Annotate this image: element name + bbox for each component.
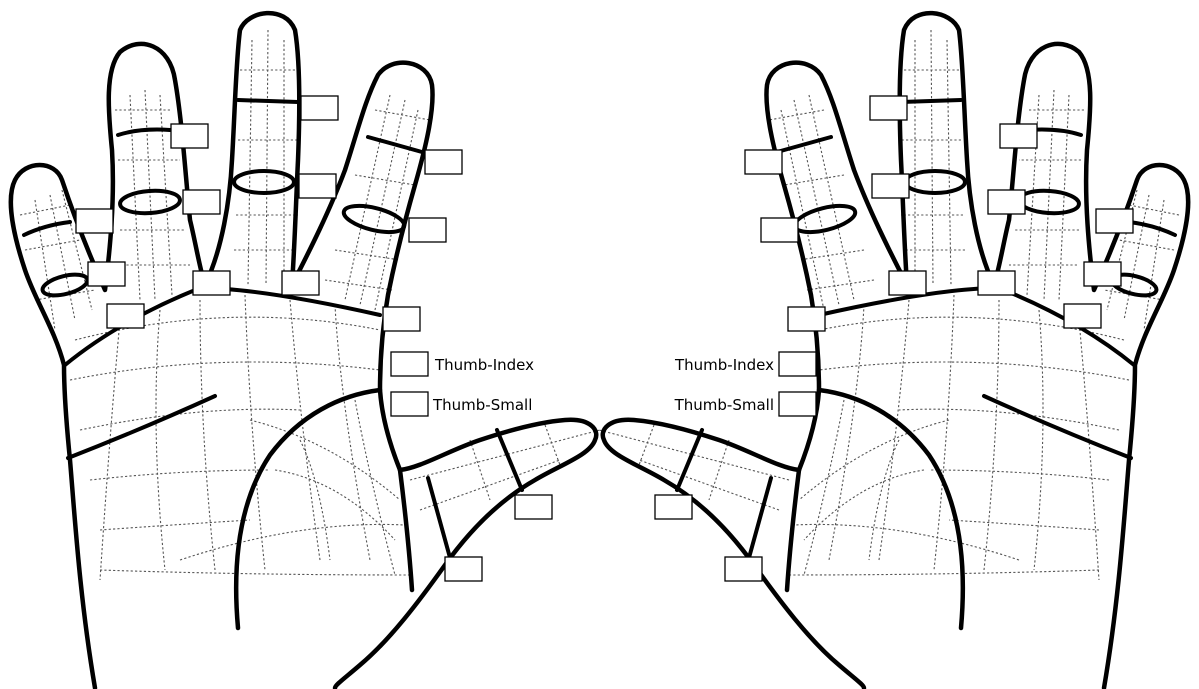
- right-box-ring-mid[interactable]: [988, 190, 1025, 214]
- right-box-thumb-index[interactable]: [779, 352, 816, 376]
- left-box-small-base[interactable]: [107, 304, 144, 328]
- left-box-ring-tip[interactable]: [171, 124, 208, 148]
- left-labels: Thumb-Index Thumb-Small: [432, 356, 534, 414]
- right-box-index-mid[interactable]: [761, 218, 798, 242]
- left-box-small-mid[interactable]: [88, 262, 125, 286]
- left-box-ring-base[interactable]: [193, 271, 230, 295]
- left-box-index-base[interactable]: [383, 307, 420, 331]
- right-box-thumb-small[interactable]: [779, 392, 816, 416]
- left-box-thumb-small[interactable]: [391, 392, 428, 416]
- left-box-thumb-tip[interactable]: [515, 495, 552, 519]
- left-thumb-inner-line: [400, 470, 412, 590]
- left-thumb-base-line: [236, 390, 380, 628]
- left-input-boxes: [76, 96, 552, 581]
- right-box-small-base[interactable]: [1064, 304, 1101, 328]
- left-box-middle-tip[interactable]: [301, 96, 338, 120]
- left-box-middle-mid[interactable]: [299, 174, 336, 198]
- left-box-middle-base[interactable]: [282, 271, 319, 295]
- right-thumb-base-line: [819, 390, 963, 628]
- right-box-small-tip[interactable]: [1096, 209, 1133, 233]
- right-input-boxes: [655, 96, 1133, 581]
- left-box-thumb-index[interactable]: [391, 352, 428, 376]
- left-thumb-index-label: Thumb-Index: [434, 356, 534, 374]
- right-box-middle-base[interactable]: [889, 271, 926, 295]
- right-box-middle-mid[interactable]: [872, 174, 909, 198]
- right-box-thumb-tip[interactable]: [655, 495, 692, 519]
- left-box-small-tip[interactable]: [76, 209, 113, 233]
- left-box-index-tip[interactable]: [425, 150, 462, 174]
- right-thumb-index-label: Thumb-Index: [674, 356, 774, 374]
- left-box-index-mid[interactable]: [409, 218, 446, 242]
- right-box-middle-tip[interactable]: [870, 96, 907, 120]
- right-thumb-small-label: Thumb-Small: [674, 396, 774, 414]
- right-box-thumb-base[interactable]: [725, 557, 762, 581]
- left-thumb-small-label: Thumb-Small: [432, 396, 532, 414]
- right-box-ring-base[interactable]: [978, 271, 1015, 295]
- right-thumb-inner-line: [787, 470, 799, 590]
- left-box-thumb-base[interactable]: [445, 557, 482, 581]
- right-labels: Thumb-Index Thumb-Small: [674, 356, 774, 414]
- right-box-index-base[interactable]: [788, 307, 825, 331]
- right-box-index-tip[interactable]: [745, 150, 782, 174]
- left-box-ring-mid[interactable]: [183, 190, 220, 214]
- right-box-ring-tip[interactable]: [1000, 124, 1037, 148]
- right-box-small-mid[interactable]: [1084, 262, 1121, 286]
